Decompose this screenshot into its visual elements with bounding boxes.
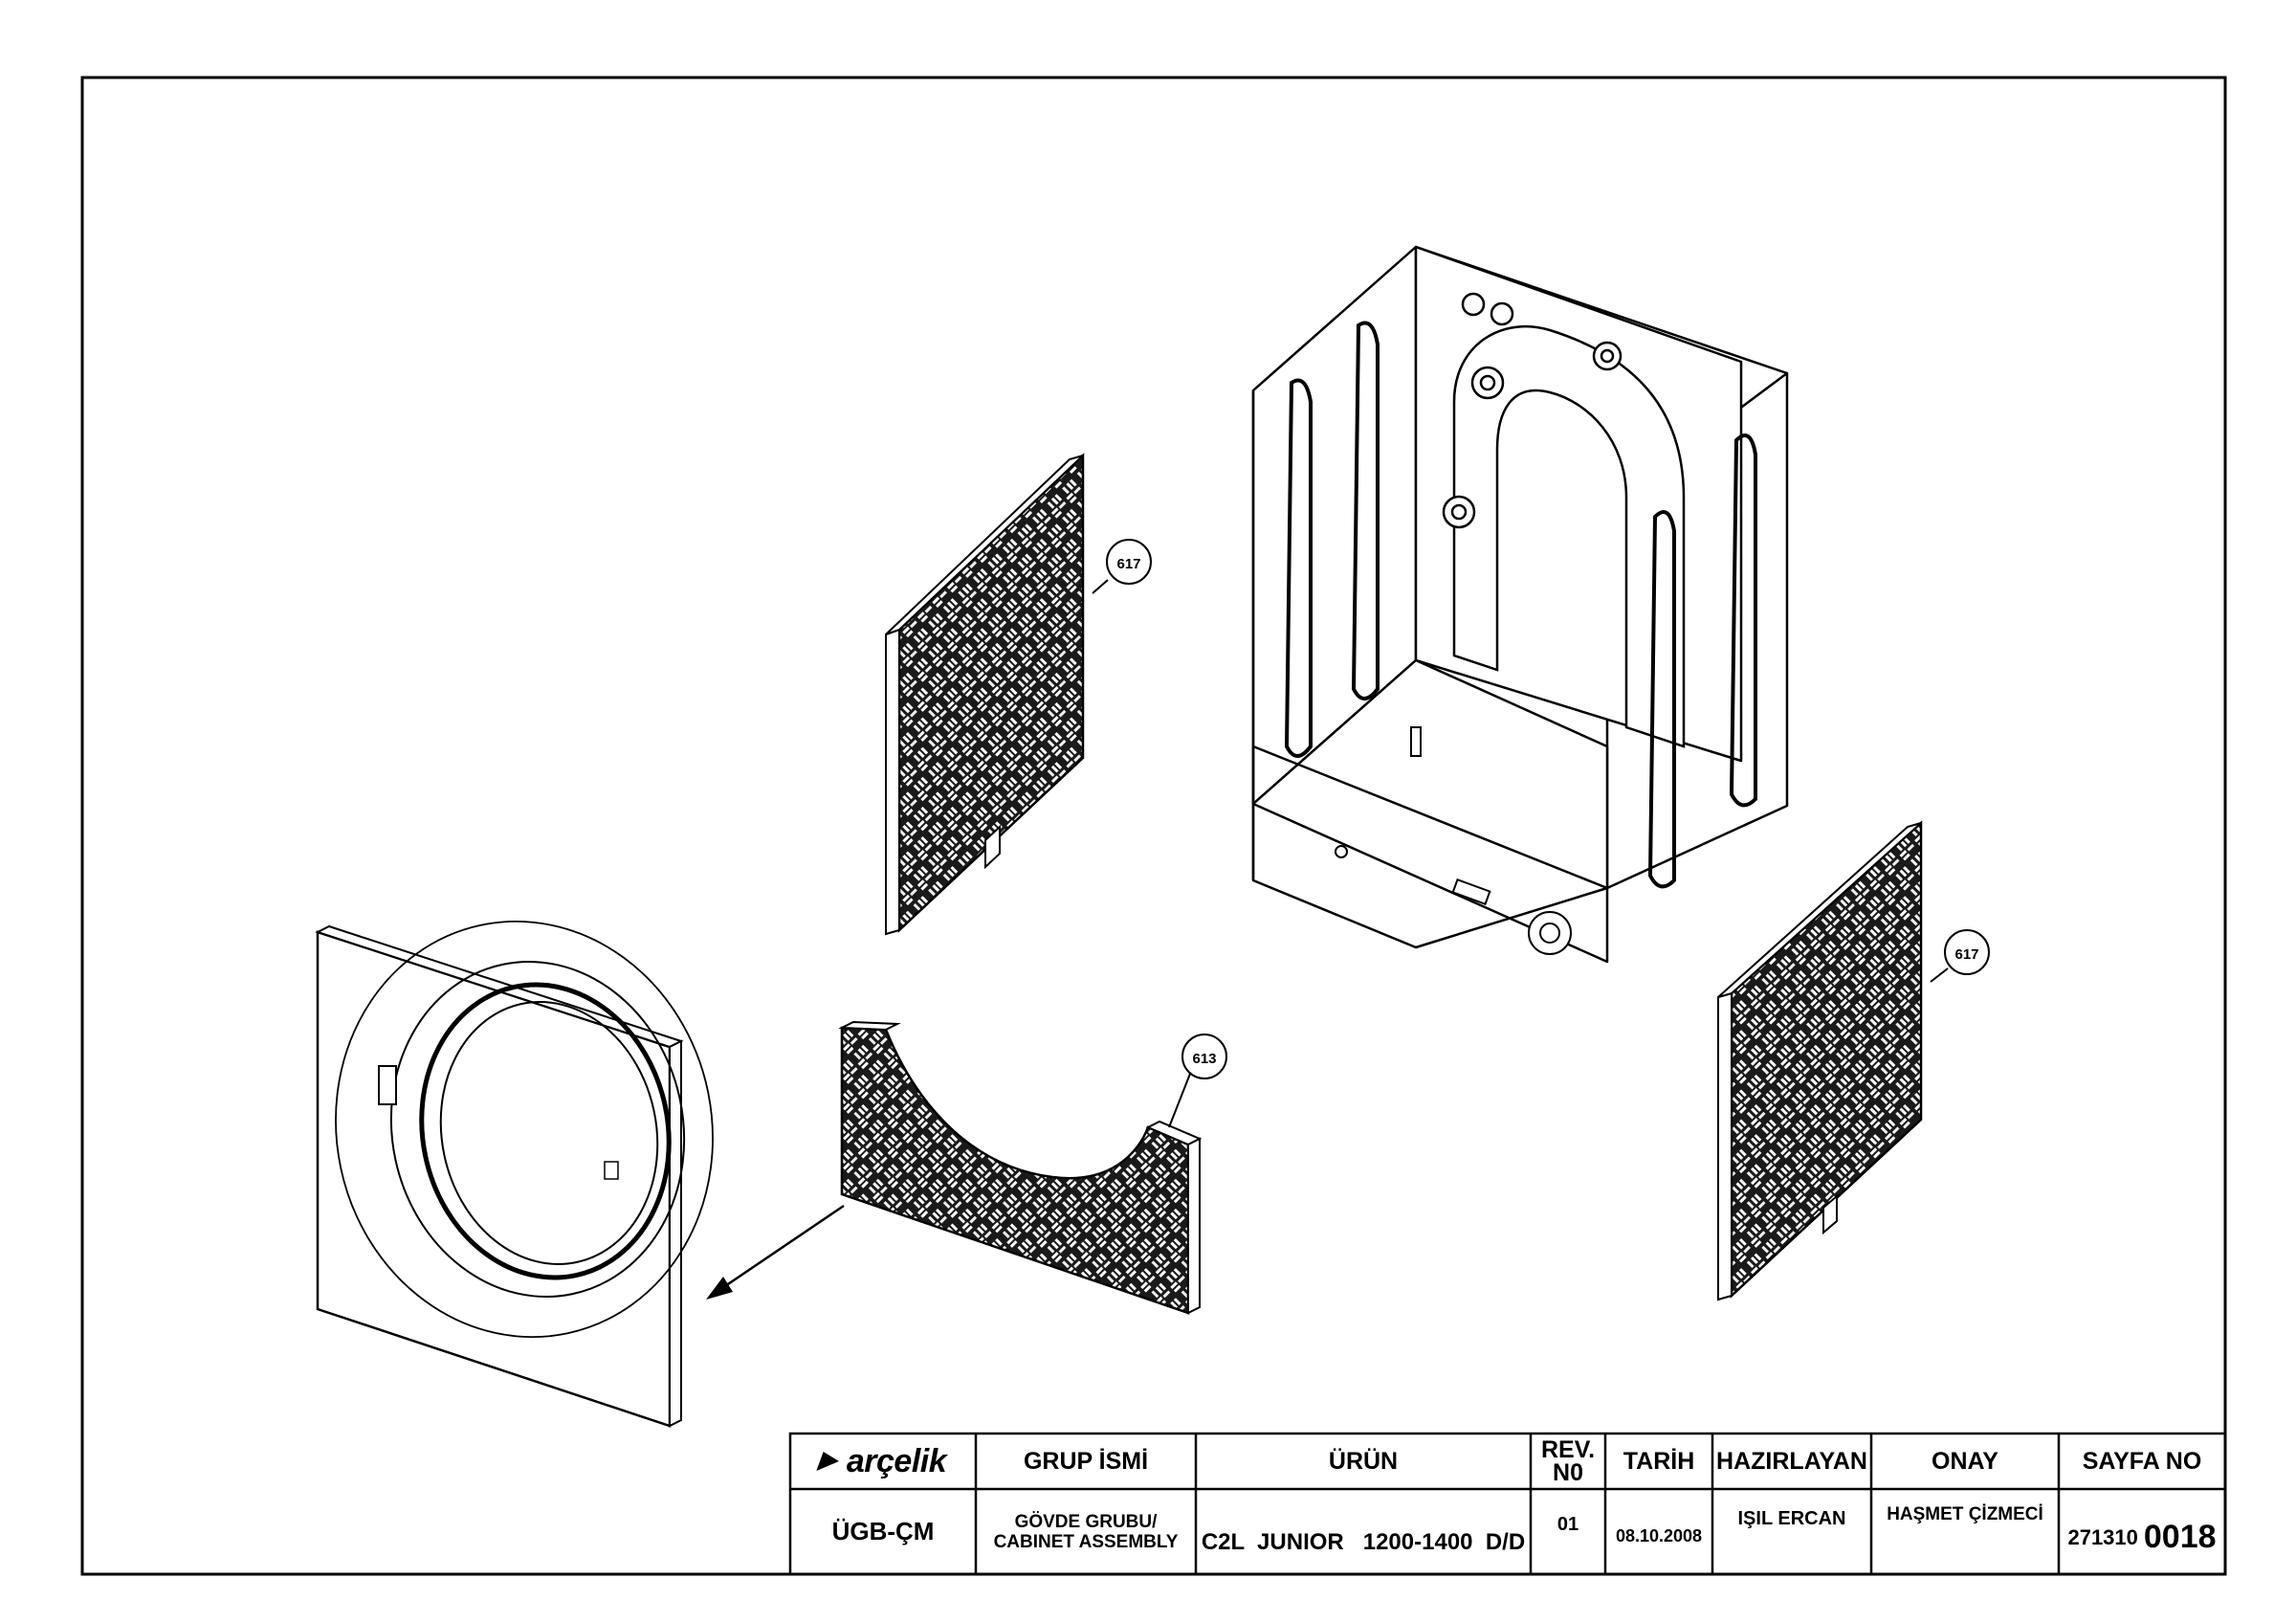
balloon-613: 613: [1181, 1034, 1227, 1079]
header-date: TARİH: [1623, 1447, 1695, 1475]
value-page-no-suffix: 0018: [2143, 1519, 2217, 1555]
header-rev-line2: N0: [1553, 1459, 1583, 1486]
header-page-no: SAYFA NO: [2082, 1447, 2202, 1475]
balloon-label: 617: [1116, 556, 1140, 572]
value-product: C2L JUNIOR 1200-1400 D/D: [1201, 1528, 1526, 1555]
front-panel: [315, 921, 714, 1428]
value-approval: HAŞMET ÇİZMECİ: [1887, 1504, 2043, 1524]
value-department: ÜGB-ÇM: [831, 1517, 935, 1545]
header-rev: REV. N0: [1531, 1434, 1605, 1489]
side-insulation-panel-left: [885, 453, 1085, 936]
top-mounting-holes: [1442, 292, 1623, 529]
logo-text: arçelik: [846, 1442, 947, 1479]
drawing-frame: [80, 76, 2227, 1576]
value-group-name: GÖVDE GRUBU/ CABINET ASSEMBLY: [976, 1489, 1196, 1574]
value-group-name-line1: GÖVDE GRUBU/: [1014, 1511, 1158, 1532]
bottom-frame-details: [1335, 726, 1572, 955]
balloon-label: 617: [1954, 946, 1978, 963]
header-product: ÜRÜN: [1328, 1447, 1399, 1475]
value-page-no-prefix: 271310: [2067, 1524, 2138, 1549]
value-date: 08.10.2008: [1615, 1526, 1703, 1545]
header-prepared-by: HAZIRLAYAN: [1716, 1447, 1867, 1475]
header-group-name: GRUP İSMİ: [1023, 1447, 1149, 1475]
company-logo: arçelik: [790, 1434, 976, 1489]
value-page-no: 271310 0018: [2059, 1489, 2225, 1574]
header-rev-line1: REV.: [1540, 1436, 1596, 1463]
header-approval: ONAY: [1932, 1447, 1998, 1475]
front-insulation-panel: [838, 1020, 1203, 1315]
balloon-label: 613: [1192, 1051, 1216, 1067]
value-rev: 01: [1556, 1514, 1579, 1535]
assembly-arrow: [706, 1204, 845, 1300]
logo-mark-icon: [816, 1452, 843, 1471]
side-insulation-panel-right: [1717, 820, 1923, 1301]
value-group-name-line2: CABINET ASSEMBLY: [993, 1531, 1179, 1552]
balloon-617-right: 617: [1944, 929, 1990, 975]
side-ribs: [1284, 321, 1757, 889]
balloon-617-left: 617: [1106, 539, 1152, 585]
leader-lines: [1092, 579, 1949, 1128]
value-prepared-by: IŞIL ERCAN: [1737, 1508, 1846, 1529]
title-block-grid: [788, 1432, 2227, 1576]
drum-opening: [1452, 325, 1686, 748]
